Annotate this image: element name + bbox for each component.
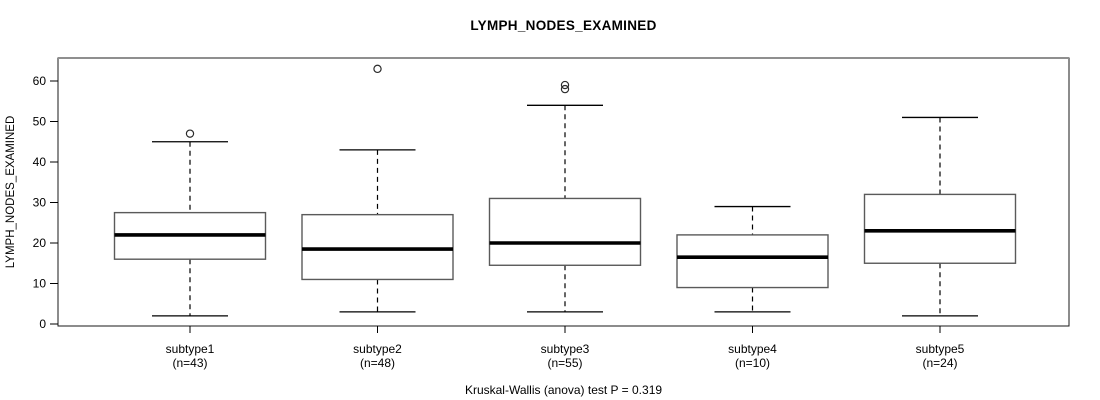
outlier-point [560, 84, 570, 94]
y-tick-label: 40 [33, 155, 47, 169]
y-tick-label: 60 [33, 74, 47, 88]
chart-title: LYMPH_NODES_EXAMINED [470, 18, 657, 33]
plot-frame [57, 57, 1070, 327]
x-tick-sublabel: (n=10) [735, 356, 770, 370]
y-tick-label: 10 [33, 277, 47, 291]
iqr-box [676, 234, 829, 289]
iqr-box [863, 193, 1017, 264]
x-tick-label: subtype4 [728, 342, 777, 356]
x-tick-sublabel: (n=24) [922, 356, 957, 370]
x-tick-sublabel: (n=48) [360, 356, 395, 370]
iqr-box [488, 197, 642, 266]
y-tick-label: 20 [33, 236, 47, 250]
outlier-point [560, 80, 570, 90]
y-tick-label: 50 [33, 115, 47, 129]
y-tick-label: 0 [39, 317, 46, 331]
outlier-point [185, 129, 195, 138]
iqr-box [301, 213, 454, 281]
x-tick-label: subtype5 [916, 342, 965, 356]
x-tick-label: subtype3 [541, 342, 590, 356]
x-tick-label: subtype1 [166, 342, 215, 356]
x-tick-label: subtype2 [353, 342, 402, 356]
stat-annotation: Kruskal-Wallis (anova) test P = 0.319 [464, 383, 663, 397]
outlier-point [373, 64, 382, 74]
y-tick-label: 30 [33, 196, 47, 210]
x-tick-sublabel: (n=43) [172, 356, 207, 370]
x-tick-sublabel: (n=55) [547, 356, 582, 370]
